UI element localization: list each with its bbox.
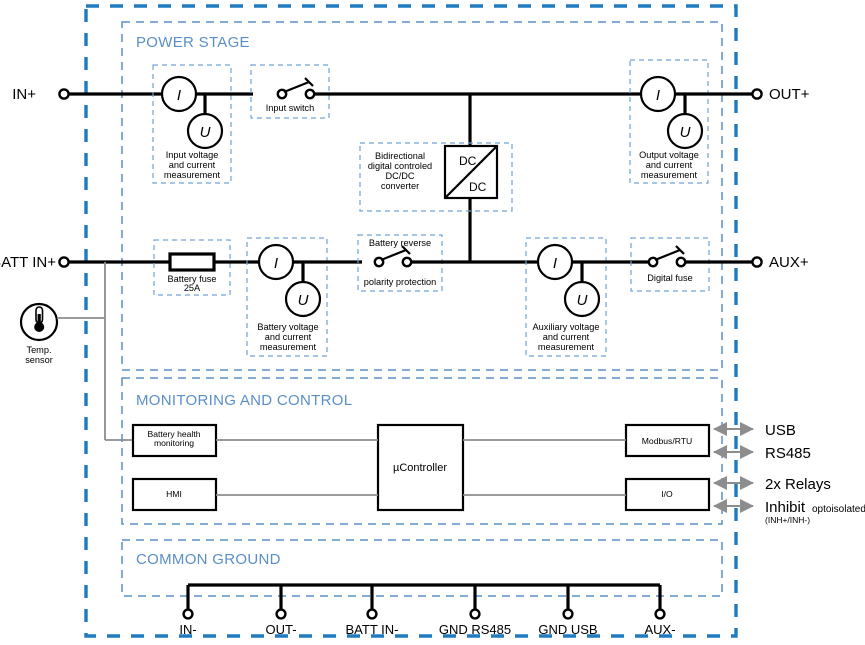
dcdc-diagonal <box>444 145 498 199</box>
dcdc-label-2: digital controled <box>368 161 432 171</box>
battery-fuse-border <box>153 239 231 296</box>
input-measurement-label-1: Input voltage <box>166 150 219 160</box>
dcdc-section-border <box>359 142 513 212</box>
ground-terminal-dot-in-minus <box>182 608 194 620</box>
thermometer-mercury-icon <box>37 314 41 327</box>
battery-health-label-1: Battery health <box>147 429 200 439</box>
dcdc-label-1: Bidirectional <box>375 151 425 161</box>
device-enclosure-border <box>84 4 738 638</box>
interface-note-inhibit: optoisolated <box>812 504 865 515</box>
microcontroller-label: µController <box>393 462 447 474</box>
output-measurement-label-2: and current <box>646 160 693 170</box>
digital-fuse-actuator <box>675 245 685 255</box>
aux-measurement-label-1: Auxiliary voltage <box>533 322 600 332</box>
interface-label-inhibit: Inhibit <box>765 499 806 516</box>
input-switch-throw-dot <box>304 88 316 100</box>
aux-voltage-meter-label: U <box>577 292 588 309</box>
terminal-label-batt-in-plus: BATT IN+ <box>0 254 56 271</box>
digital-fuse-label: Digital fuse <box>647 273 692 283</box>
output-measurement-label-1: Output voltage <box>639 150 699 160</box>
modbus-block <box>624 423 711 458</box>
terminal-label-in-plus: IN+ <box>12 86 36 103</box>
ground-terminal-dot-aux-minus <box>654 608 666 620</box>
input-voltage-meter-label: U <box>200 124 211 141</box>
battery-measurement-label-1: Battery voltage <box>257 322 318 332</box>
input-measurement-label-2: and current <box>169 160 216 170</box>
terminal-aux-plus-dot <box>751 256 763 268</box>
power-stage-section-border <box>121 21 723 371</box>
digital-fuse-blade <box>654 248 681 262</box>
ground-label-gnd-rs485: GND RS485 <box>439 622 511 637</box>
output-current-meter-label: I <box>656 87 660 104</box>
interface-label-usb: USB <box>765 422 796 439</box>
aux-current-meter-label: I <box>553 255 557 272</box>
dcdc-label-4: converter <box>381 181 419 191</box>
battery-current-meter-label: I <box>274 255 278 272</box>
common-ground-title: COMMON GROUND <box>136 551 281 568</box>
input-switch-blade <box>283 80 310 94</box>
interface-label-relays: 2x Relays <box>765 476 831 493</box>
aux-measurement-label-3: measurement <box>538 342 595 352</box>
reverse-switch-blade <box>380 248 407 262</box>
temp-sensor-label-1: Temp. <box>26 345 51 355</box>
reverse-polarity-label-1: Battery reverse <box>369 238 431 248</box>
ground-terminal-dot-gnd-usb <box>562 608 574 620</box>
input-switch-actuator <box>304 77 314 87</box>
interface-note2-inhibit: (INH+/INH-) <box>765 515 810 525</box>
common-ground-section-border <box>121 539 723 597</box>
temp-sensor-label-2: sensor <box>25 355 53 365</box>
battery-health-block <box>131 423 218 458</box>
input-measurement-label-3: measurement <box>164 170 221 180</box>
input-measurement-border <box>152 64 232 184</box>
terminal-label-out-plus: OUT+ <box>769 86 810 103</box>
io-block <box>624 477 711 512</box>
interface-label-rs485: RS485 <box>765 445 811 462</box>
battery-voltage-meter-label: U <box>298 292 309 309</box>
output-voltage-meter-label: U <box>680 124 691 141</box>
dcdc-label-3: DC/DC <box>385 171 414 181</box>
hmi-block <box>131 477 218 512</box>
input-switch-label: Input switch <box>266 103 315 113</box>
battery-health-label-2: monitoring <box>154 438 194 448</box>
ground-label-in-minus: IN- <box>179 622 196 637</box>
terminal-out-plus-dot <box>751 88 763 100</box>
ground-terminal-dot-out-minus <box>275 608 287 620</box>
modbus-label: Modbus/RTU <box>642 436 692 446</box>
input-current-meter-label: I <box>177 87 181 104</box>
aux-measurement-border <box>525 237 607 357</box>
reverse-polarity-label-2: polarity protection <box>364 277 437 287</box>
battery-fuse-label-2: 25A <box>184 283 201 293</box>
ground-terminal-dot-batt-in-minus <box>366 608 378 620</box>
digital-fuse-border <box>630 237 710 292</box>
reverse-switch-actuator <box>401 245 411 255</box>
io-label: I/O <box>661 489 673 499</box>
battery-fuse-label-1: Battery fuse <box>167 274 216 284</box>
reverse-switch-throw-dot <box>401 256 413 268</box>
output-measurement-label-3: measurement <box>641 170 698 180</box>
digital-fuse-throw-dot <box>675 256 687 268</box>
hmi-label: HMI <box>166 489 182 499</box>
battery-fuse-symbol <box>168 252 216 272</box>
ground-terminal-dot-gnd-rs485 <box>469 608 481 620</box>
terminal-label-aux-plus: AUX+ <box>769 254 809 271</box>
monitoring-section-title: MONITORING AND CONTROL <box>136 392 352 409</box>
dcdc-symbol-top-label: DC <box>459 154 477 168</box>
output-measurement-border <box>629 59 709 184</box>
battery-measurement-label-2: and current <box>265 332 312 342</box>
aux-measurement-label-2: and current <box>543 332 590 342</box>
battery-measurement-label-3: measurement <box>260 342 317 352</box>
power-stage-title: POWER STAGE <box>136 34 250 51</box>
terminal-in-plus-dot <box>58 88 70 100</box>
ground-label-aux-minus: AUX- <box>644 622 675 637</box>
terminal-batt-in-plus-dot <box>58 256 70 268</box>
ground-label-batt-in-minus: BATT IN- <box>346 622 399 637</box>
ground-label-gnd-usb: GND USB <box>538 622 597 637</box>
battery-measurement-border <box>246 237 328 357</box>
dcdc-symbol-bottom-label: DC <box>469 180 487 194</box>
microcontroller-block <box>376 423 465 512</box>
ground-label-out-minus: OUT- <box>265 622 296 637</box>
input-switch-border <box>250 64 330 119</box>
